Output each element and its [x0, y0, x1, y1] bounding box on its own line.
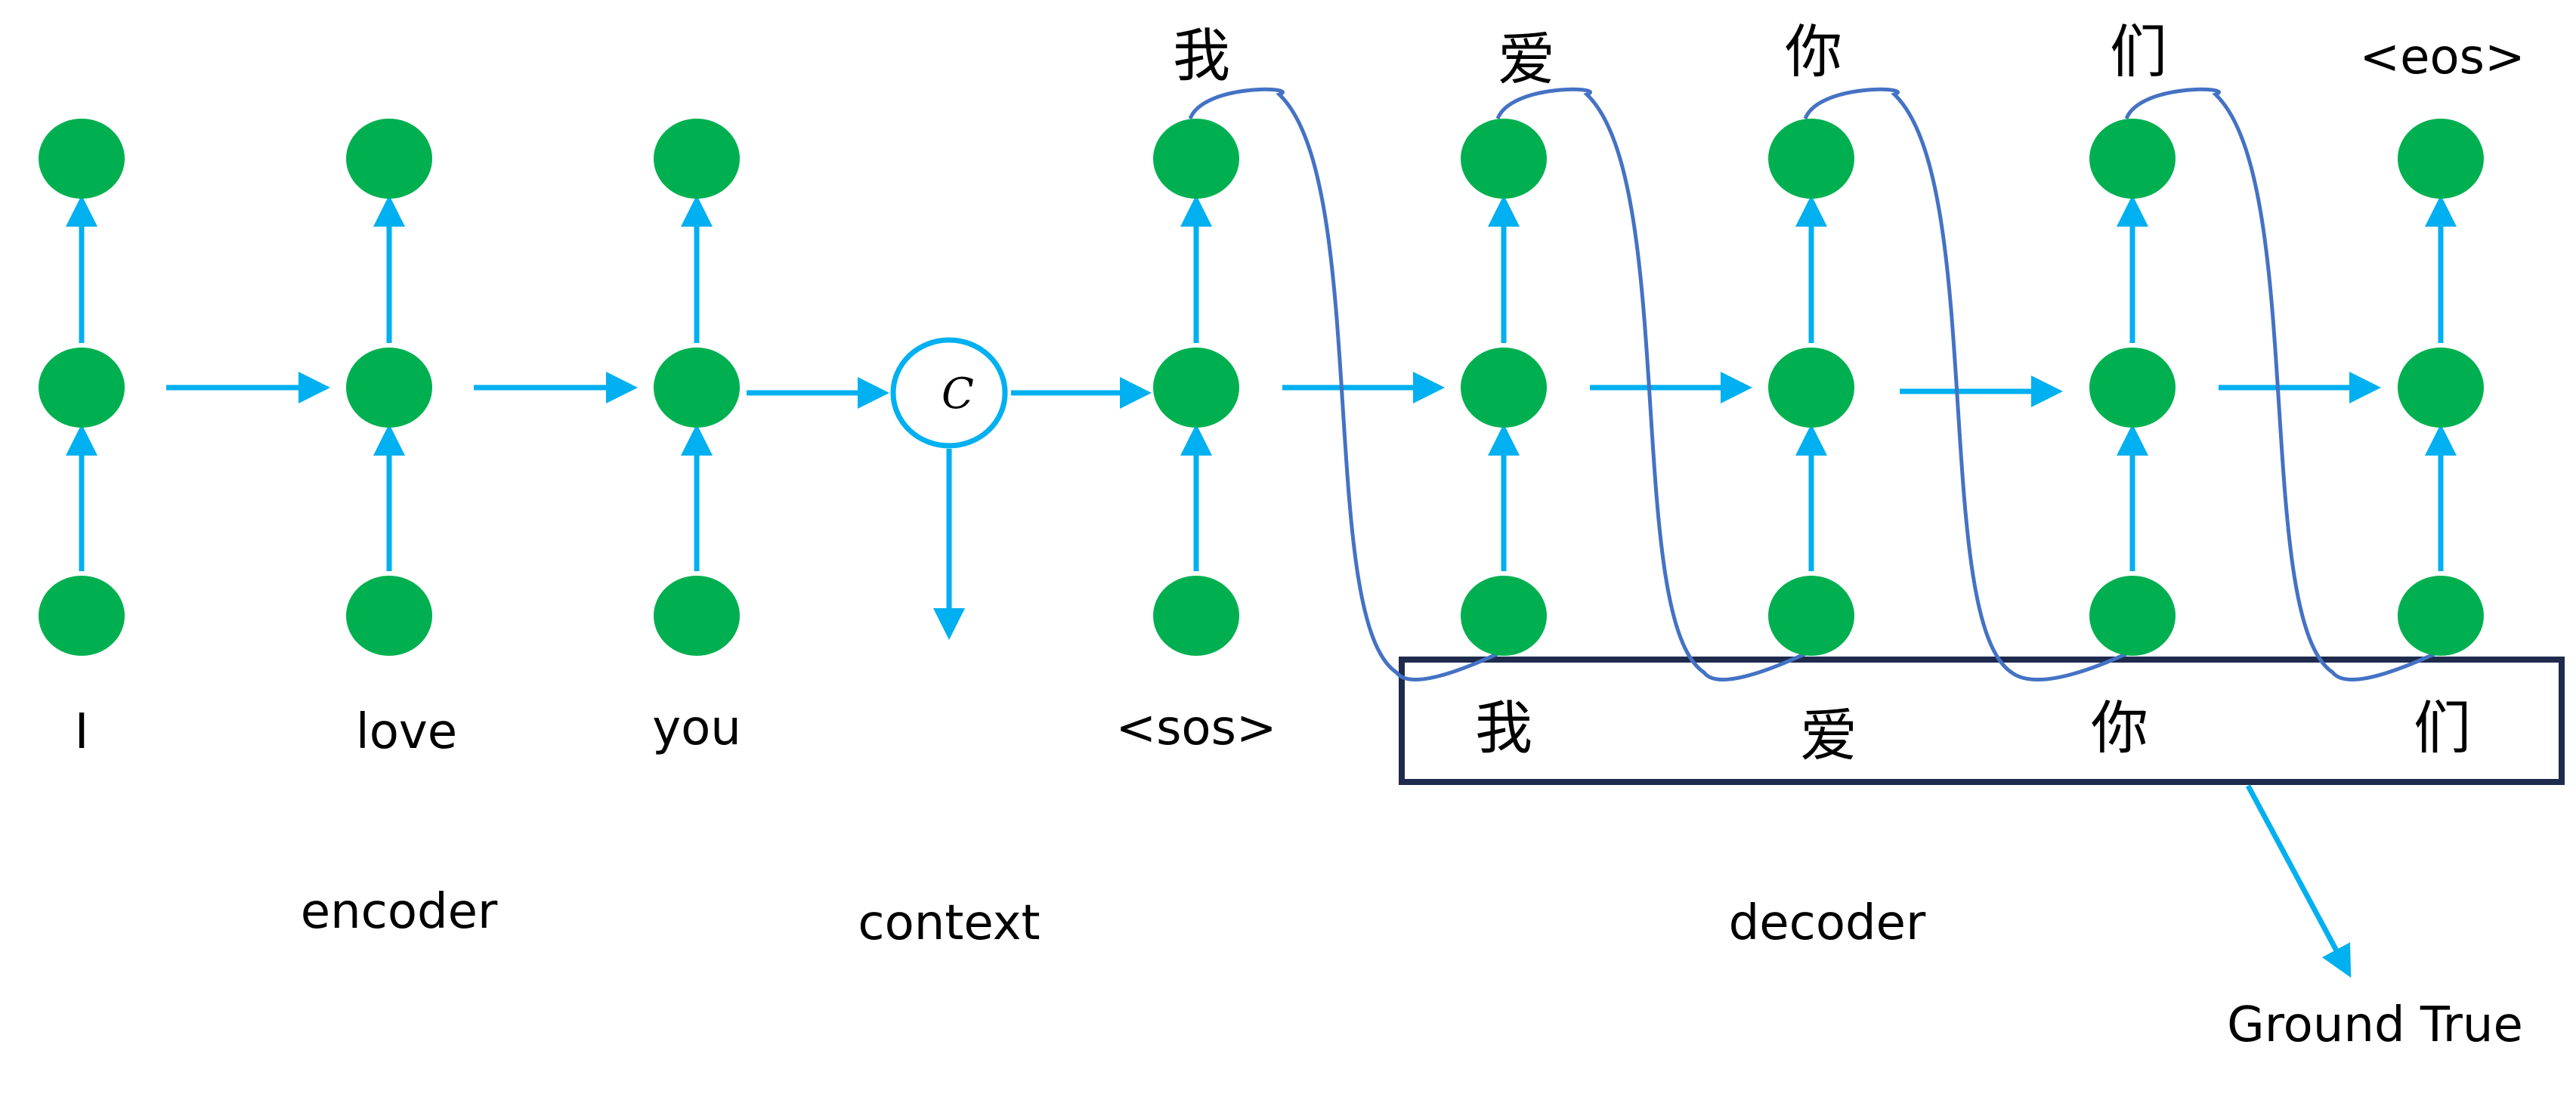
- node-col7-mid: [2089, 348, 2176, 428]
- ground-truth-label: Ground True: [2227, 997, 2523, 1053]
- ground-truth-token-4: 们: [2414, 694, 2471, 762]
- decoder-output-token-2: 爱: [1498, 26, 1555, 93]
- feedback-curves-layer: [1188, 87, 2441, 681]
- feedback-curve-1: [1188, 87, 1504, 681]
- node-col4-bot: [1153, 576, 1239, 656]
- node-col8-bot: [2398, 576, 2484, 656]
- decoder-output-token-5: <eos>: [2359, 29, 2525, 85]
- node-col2-top: [346, 119, 432, 199]
- node-col4-mid: [1153, 348, 1239, 428]
- context-node: C: [890, 337, 1008, 449]
- decoder-output-token-1: 我: [1173, 22, 1230, 89]
- arrow-ground-truth: [2245, 784, 2352, 978]
- decoder-output-token-4: 们: [2110, 18, 2167, 85]
- feedback-curve-3: [1803, 87, 2133, 681]
- encoder-input-label-3: you: [652, 700, 741, 756]
- ground-truth-token-2: 爱: [1800, 702, 1857, 769]
- node-col6-mid: [1768, 348, 1854, 428]
- node-col4-top: [1153, 119, 1239, 199]
- node-col6-top: [1768, 119, 1854, 199]
- node-col5-bot: [1461, 576, 1547, 656]
- node-col3-top: [654, 119, 740, 199]
- node-col1-mid: [39, 348, 125, 428]
- context-symbol: C: [942, 369, 974, 419]
- decoder-start-token: <sos>: [1115, 700, 1276, 756]
- nodes-layer: [39, 119, 2484, 656]
- encoder-section-label: encoder: [301, 884, 498, 940]
- node-col7-bot: [2089, 576, 2176, 656]
- node-col3-bot: [654, 576, 740, 656]
- encoder-input-label-1: I: [75, 704, 89, 760]
- node-col2-mid: [346, 348, 432, 428]
- node-col1-bot: [39, 576, 125, 656]
- ground-truth-token-1: 我: [1475, 694, 1532, 762]
- decoder-section-label: decoder: [1729, 895, 1926, 951]
- node-col6-bot: [1768, 576, 1854, 656]
- ground-truth-token-3: 你: [2091, 694, 2148, 762]
- node-col3-mid: [654, 348, 740, 428]
- decoder-output-token-3: 你: [1785, 18, 1842, 85]
- node-col2-bot: [346, 576, 432, 656]
- arrows-layer: [66, 195, 2457, 978]
- ground-truth-box: [1399, 657, 2565, 785]
- node-col5-mid: [1461, 348, 1547, 428]
- node-col8-top: [2398, 119, 2484, 199]
- feedback-curve-4: [2124, 87, 2441, 681]
- node-col5-top: [1461, 119, 1547, 199]
- context-section-label: context: [858, 895, 1040, 951]
- node-col8-mid: [2398, 348, 2484, 428]
- node-col1-top: [39, 119, 125, 199]
- node-col7-top: [2089, 119, 2176, 199]
- feedback-curve-2: [1495, 87, 1812, 681]
- encoder-input-label-2: love: [356, 704, 457, 760]
